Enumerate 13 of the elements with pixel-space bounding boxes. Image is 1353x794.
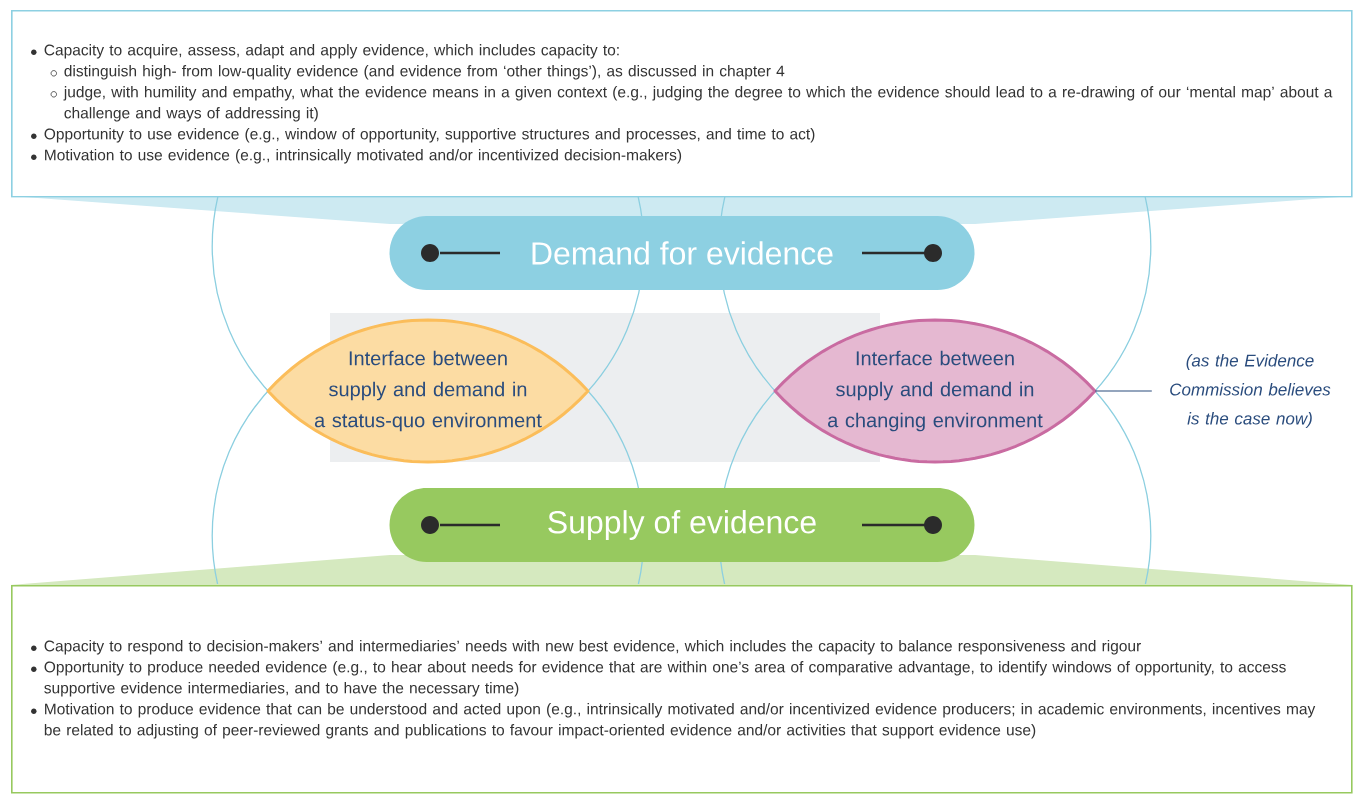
bullet-item: Opportunity to produce needed evidence (e.g., to hear about needs for evidence that are within one’s area of comparative advantage, to identify windows of opportunity, to access supportive evidence intermediaries, and to have the necessary time) [31,661,1286,697]
title-pill: Demand for evidence [389,216,975,290]
annotation-text: (as the Evidence Commission believes is the case now) [1170,354,1331,428]
bullet-item: Motivation to use evidence (e.g., intrinsically motivated and/or incentivized decision-makers) [31,149,682,164]
bullet-item: distinguish high- from low-quality evidence (and evidence from ‘other things’), as discussed in chapter 4 [50,65,785,80]
bullet-item: Opportunity to use evidence (e.g., window of opportunity, supportive structures and processes, and time to act) [31,128,815,143]
bullet-item: judge, with humility and empathy, what the evidence means in a given context (e.g., judging the degree to which the evidence should lead to a re-drawing of our ‘mental map’ about a challenge and ways of addressing it) [50,86,1333,122]
text-box [10,555,1353,794]
text-box [10,10,1353,224]
bullet-item: Motivation to produce evidence that can be understood and acted upon (e.g., intrinsically motivated and/or incentivized evidence producers; in academic environments, incentives may be related to adjusting of peer-reviewed grants and publications to favour impact-oriented evidence and/or activities that support evidence use) [31,703,1316,739]
bullet-item: Capacity to acquire, assess, adapt and apply evidence, which includes capacity to: [31,44,619,59]
title-pill: Supply of evidence [389,488,975,562]
bullet-item: Capacity to respond to decision-makers’ and intermediaries’ needs with new best evidence, which includes the capacity to balance responsiveness and rigour [31,640,1141,655]
